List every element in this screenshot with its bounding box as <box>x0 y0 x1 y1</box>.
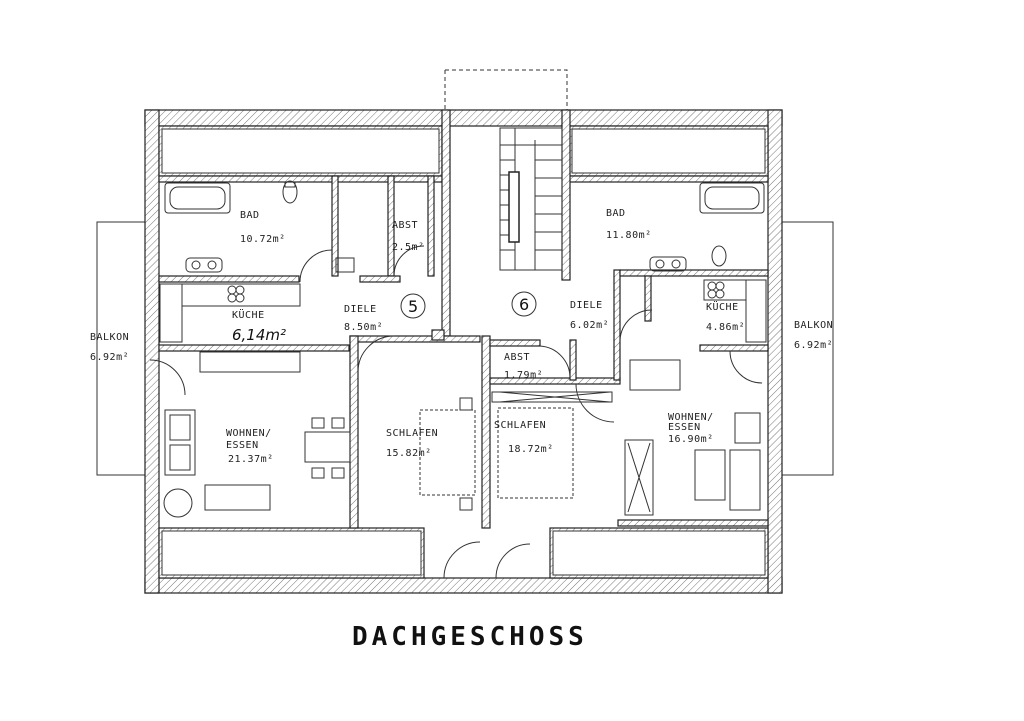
unit-number-right-ring <box>511 291 537 317</box>
staircase <box>499 127 563 271</box>
room-label-wohnen-right: WOHNEN/ <box>668 412 714 423</box>
balcony-right <box>782 221 834 476</box>
room-area-abst-left: 2.5m² <box>392 242 425 253</box>
room-label-wohnen-left: WOHNEN/ <box>226 428 272 439</box>
room-label-balkon-right: BALKON <box>794 320 833 331</box>
room-area-balkon-right: 6.92m² <box>794 340 833 351</box>
room-label-bad-right: BAD <box>606 208 626 219</box>
room-area-balkon-left: 6.92m² <box>90 352 129 363</box>
kitchen-fixtures-left <box>159 283 301 373</box>
furniture-left-living <box>163 409 351 518</box>
room-label-diele-left: DIELE <box>344 304 377 315</box>
room-label-diele-right: DIELE <box>570 300 603 311</box>
room-label-kueche-left: KÜCHE <box>232 308 265 321</box>
room-area-diele-left: 8.50m² <box>344 322 383 333</box>
room-area-schlafen-left: 15.82m² <box>386 448 432 459</box>
roof-outline <box>444 69 568 112</box>
room-label-balkon-left: BALKON <box>90 332 129 343</box>
balcony-left <box>96 221 145 476</box>
unit-number-left-ring <box>400 293 426 319</box>
door-swings <box>149 245 763 579</box>
room-label-abst-right: ABST <box>504 352 530 363</box>
room-label-essen-right: ESSEN <box>668 422 701 433</box>
room-label-essen-left: ESSEN <box>226 440 259 451</box>
furniture-left-bedroom <box>419 397 476 511</box>
kitchen-fixtures-right <box>703 279 767 343</box>
unit-number-left: 5 <box>408 297 418 316</box>
bathroom-fixtures-left <box>164 180 355 273</box>
room-area-bad-right: 11.80m² <box>606 230 652 241</box>
room-area-wohnen-right: 16.90m² <box>668 434 714 445</box>
room-label-bad-left: BAD <box>240 210 260 221</box>
handwritten-area-kueche: 6,14m² <box>232 326 286 344</box>
room-area-wohnen-left: 21.37m² <box>228 454 274 465</box>
outer-walls <box>144 109 783 594</box>
bathroom-fixtures-right <box>649 182 765 272</box>
knee-wall-zones <box>158 125 769 579</box>
room-label-schlafen-right: SCHLAFEN <box>494 420 546 431</box>
room-area-bad-left: 10.72m² <box>240 234 286 245</box>
room-label-kueche-right: KÜCHE <box>706 300 739 313</box>
unit-number-right: 6 <box>519 295 529 314</box>
interior-walls <box>158 109 769 529</box>
room-area-diele-right: 6.02m² <box>570 320 609 331</box>
room-label-abst-left: ABST <box>392 220 418 231</box>
furniture-right-bedroom <box>491 391 613 499</box>
drawing-title: DACHGESCHOSS <box>352 622 588 652</box>
room-area-kueche-right: 4.86m² <box>706 322 745 333</box>
room-area-schlafen-right: 18.72m² <box>508 444 554 455</box>
furniture-right-living <box>624 359 761 516</box>
room-label-schlafen-left: SCHLAFEN <box>386 428 438 439</box>
room-area-abst-right: 1.79m² <box>504 370 543 381</box>
